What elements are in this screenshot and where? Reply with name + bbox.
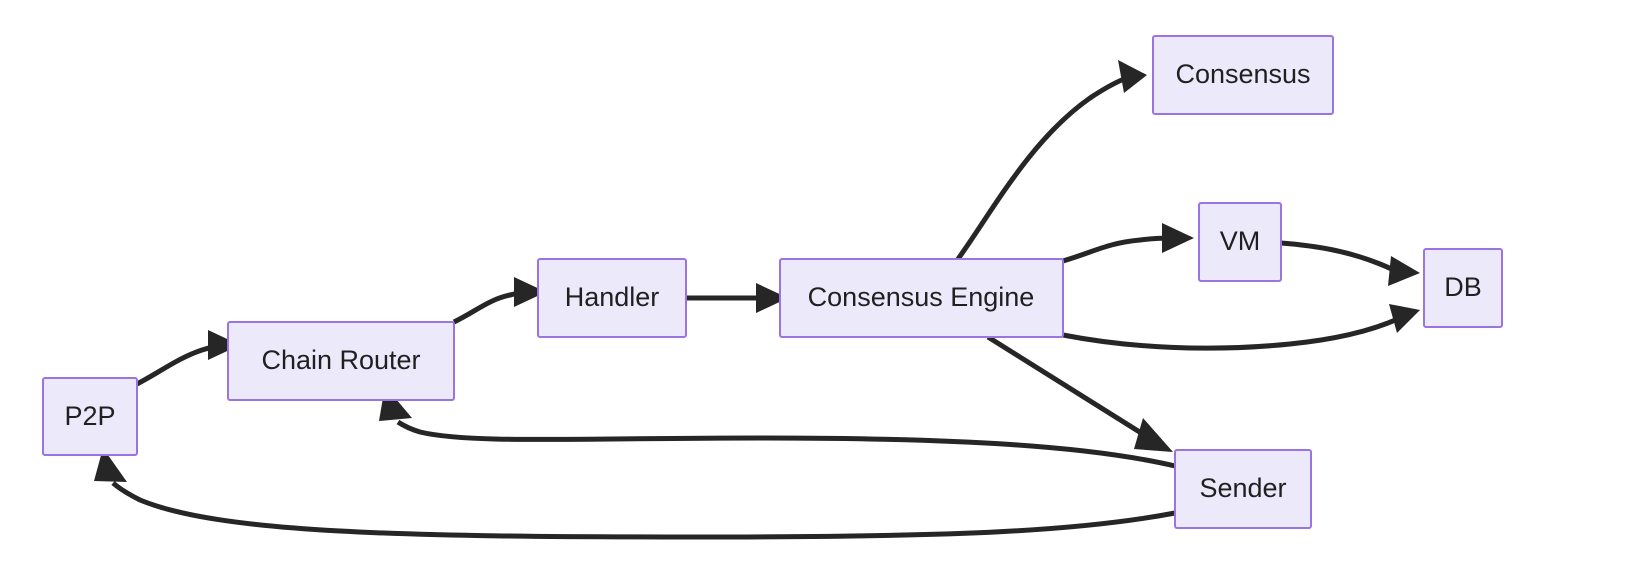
node-handler[interactable]: Handler (537, 258, 687, 338)
arrow-head-icon (514, 277, 546, 307)
node-chain-router-label: Chain Router (261, 345, 420, 375)
node-p2p[interactable]: P2P (42, 377, 138, 456)
node-db-label: DB (1444, 272, 1482, 302)
edge-consensus-engine-to-db (1062, 304, 1420, 351)
arrow-head-icon (208, 330, 240, 360)
edge-consensus-engine-to-sender (986, 334, 1173, 452)
edge-chain-router-to-handler (452, 277, 546, 325)
edge-sender-to-chain-router (379, 386, 1176, 469)
node-db-box[interactable] (1423, 248, 1503, 328)
arrow-head-icon (756, 283, 788, 313)
node-p2p-label: P2P (64, 401, 115, 431)
node-sender[interactable]: Sender (1174, 449, 1312, 529)
edge-layer (94, 60, 1420, 540)
node-handler-box[interactable] (537, 258, 687, 338)
node-p2p-box[interactable] (42, 377, 138, 456)
edge-path (955, 76, 1125, 261)
node-handler-label: Handler (565, 282, 660, 312)
node-sender-label: Sender (1199, 473, 1286, 503)
edge-path (1280, 240, 1404, 277)
edge-p2p-to-chain-router (135, 330, 240, 387)
edge-path (986, 334, 1148, 439)
arrow-head-icon (1388, 256, 1420, 286)
node-consensus-label: Consensus (1175, 59, 1310, 89)
node-layer: P2P Chain Router Handler Consensus Engin… (42, 35, 1503, 529)
edge-consensus-engine-to-consensus (955, 60, 1147, 261)
arrow-head-icon (1134, 418, 1173, 452)
edge-path (396, 419, 1176, 469)
node-chain-router[interactable]: Chain Router (227, 321, 455, 401)
arrow-head-icon (94, 448, 127, 482)
node-consensus-engine[interactable]: Consensus Engine (779, 258, 1064, 338)
node-vm-label: VM (1220, 226, 1261, 256)
node-vm[interactable]: VM (1198, 202, 1282, 282)
node-vm-box[interactable] (1198, 202, 1282, 282)
node-sender-box[interactable] (1174, 449, 1312, 529)
node-consensus-box[interactable] (1152, 35, 1334, 115)
edge-vm-to-db (1280, 240, 1420, 286)
arrow-head-icon (1118, 60, 1147, 93)
node-db[interactable]: DB (1423, 248, 1503, 328)
node-consensus-engine-box[interactable] (779, 258, 1064, 338)
node-consensus-engine-label: Consensus Engine (808, 282, 1035, 312)
node-chain-router-box[interactable] (227, 321, 455, 401)
arrow-head-icon (1162, 223, 1194, 253)
edge-path (111, 481, 1176, 540)
edge-path (1062, 315, 1402, 351)
edge-sender-to-p2p (94, 448, 1176, 540)
node-consensus[interactable]: Consensus (1152, 35, 1334, 115)
edge-handler-to-consensus-engine (686, 283, 788, 313)
edge-path (1062, 235, 1175, 264)
edge-consensus-engine-to-vm (1062, 223, 1194, 264)
arrow-head-icon (1389, 304, 1420, 333)
